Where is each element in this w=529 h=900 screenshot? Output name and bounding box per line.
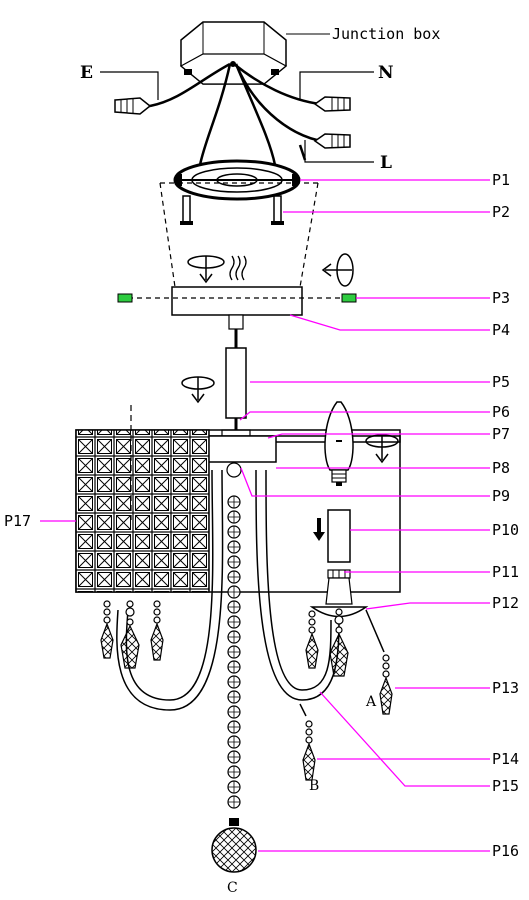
pendant-c-label: C bbox=[227, 880, 238, 896]
part-label-p11: P11 bbox=[492, 563, 519, 581]
bead-chain bbox=[227, 495, 241, 809]
chain-bead-facet bbox=[228, 541, 240, 553]
chain-bead-facet bbox=[228, 796, 240, 808]
chain-bead-facet bbox=[228, 601, 240, 613]
chain-bead-facet bbox=[228, 781, 240, 793]
rotate-arrow-right-icon bbox=[321, 253, 354, 287]
wire-e-label: E bbox=[80, 63, 93, 83]
wire-n-label: N bbox=[378, 63, 394, 83]
chain-bead-facet bbox=[228, 631, 240, 643]
chain-bead-facet bbox=[228, 646, 240, 658]
wire-l-label: L bbox=[380, 153, 392, 173]
part-label-p8: P8 bbox=[492, 459, 510, 477]
part-label-p10: P10 bbox=[492, 521, 519, 539]
part-label-p5: P5 bbox=[492, 373, 510, 391]
body-block bbox=[199, 429, 401, 478]
part-leaders bbox=[40, 179, 490, 852]
heat-icon bbox=[229, 255, 247, 281]
mounting-plate bbox=[173, 159, 301, 201]
pendant-a-label: A bbox=[365, 694, 377, 710]
down-arrow-icon bbox=[313, 518, 325, 541]
chain-bead-facet bbox=[228, 496, 240, 508]
part-label-p9: P9 bbox=[492, 487, 510, 505]
part-label-p12: P12 bbox=[492, 594, 519, 612]
chain-bead-facet bbox=[228, 721, 240, 733]
junction-box bbox=[179, 21, 288, 85]
chain-bead-facet bbox=[228, 661, 240, 673]
part-label-p1: P1 bbox=[492, 171, 510, 189]
part-label-p7: P7 bbox=[492, 425, 510, 443]
pendant-b bbox=[299, 703, 316, 781]
wire-nut-connectors bbox=[114, 96, 351, 149]
rotate-arrow-bulb-icon bbox=[365, 434, 399, 464]
chain-bead-facet bbox=[228, 736, 240, 748]
wire-l-leader bbox=[304, 140, 374, 163]
wire-n-leader bbox=[299, 71, 374, 100]
pendants-left bbox=[100, 600, 164, 669]
part-label-p3: P3 bbox=[492, 289, 510, 307]
part-label-p13: P13 bbox=[492, 679, 519, 697]
pendant-b-label: B bbox=[309, 778, 319, 794]
rotate-arrow-rod-icon bbox=[181, 376, 215, 404]
part-labels: P1 P2 P3 P4 P5 P6 P7 P8 P9 P10 P11 P12 P… bbox=[4, 171, 519, 860]
part-label-p4: P4 bbox=[492, 321, 510, 339]
part-label-p16: P16 bbox=[492, 842, 519, 860]
chain-bead-facet bbox=[228, 556, 240, 568]
chain-bead-facet bbox=[228, 571, 240, 583]
part-label-p2: P2 bbox=[492, 203, 510, 221]
mounting-screws bbox=[180, 195, 284, 225]
wire-e-leader bbox=[100, 71, 159, 100]
candle-bulb bbox=[324, 401, 354, 486]
chain-bead-facet bbox=[228, 511, 240, 523]
part-label-p15: P15 bbox=[492, 777, 519, 795]
chain-bead-facet bbox=[228, 766, 240, 778]
chain-bead-facet bbox=[228, 586, 240, 598]
socket bbox=[325, 569, 353, 605]
pendants-right bbox=[305, 608, 393, 715]
chain-bead-facet bbox=[228, 676, 240, 688]
part-label-p14: P14 bbox=[492, 750, 519, 768]
pendant-a-hook bbox=[365, 609, 385, 653]
junction-box-label: Junction box bbox=[332, 25, 440, 43]
rotate-arrow-left-icon bbox=[187, 255, 225, 284]
chain-bead-facet bbox=[228, 751, 240, 763]
crystal-panel bbox=[75, 429, 210, 593]
chain-bead-facet bbox=[228, 616, 240, 628]
down-rod bbox=[225, 314, 247, 432]
canopy-base bbox=[171, 286, 303, 316]
candle-sleeve bbox=[327, 509, 351, 563]
chain-bead-facet bbox=[228, 526, 240, 538]
crystal-ball bbox=[211, 818, 257, 873]
part-label-p6: P6 bbox=[492, 403, 510, 421]
chain-bead-facet bbox=[228, 706, 240, 718]
part-label-p17: P17 bbox=[4, 512, 31, 530]
chain-bead-facet bbox=[228, 691, 240, 703]
